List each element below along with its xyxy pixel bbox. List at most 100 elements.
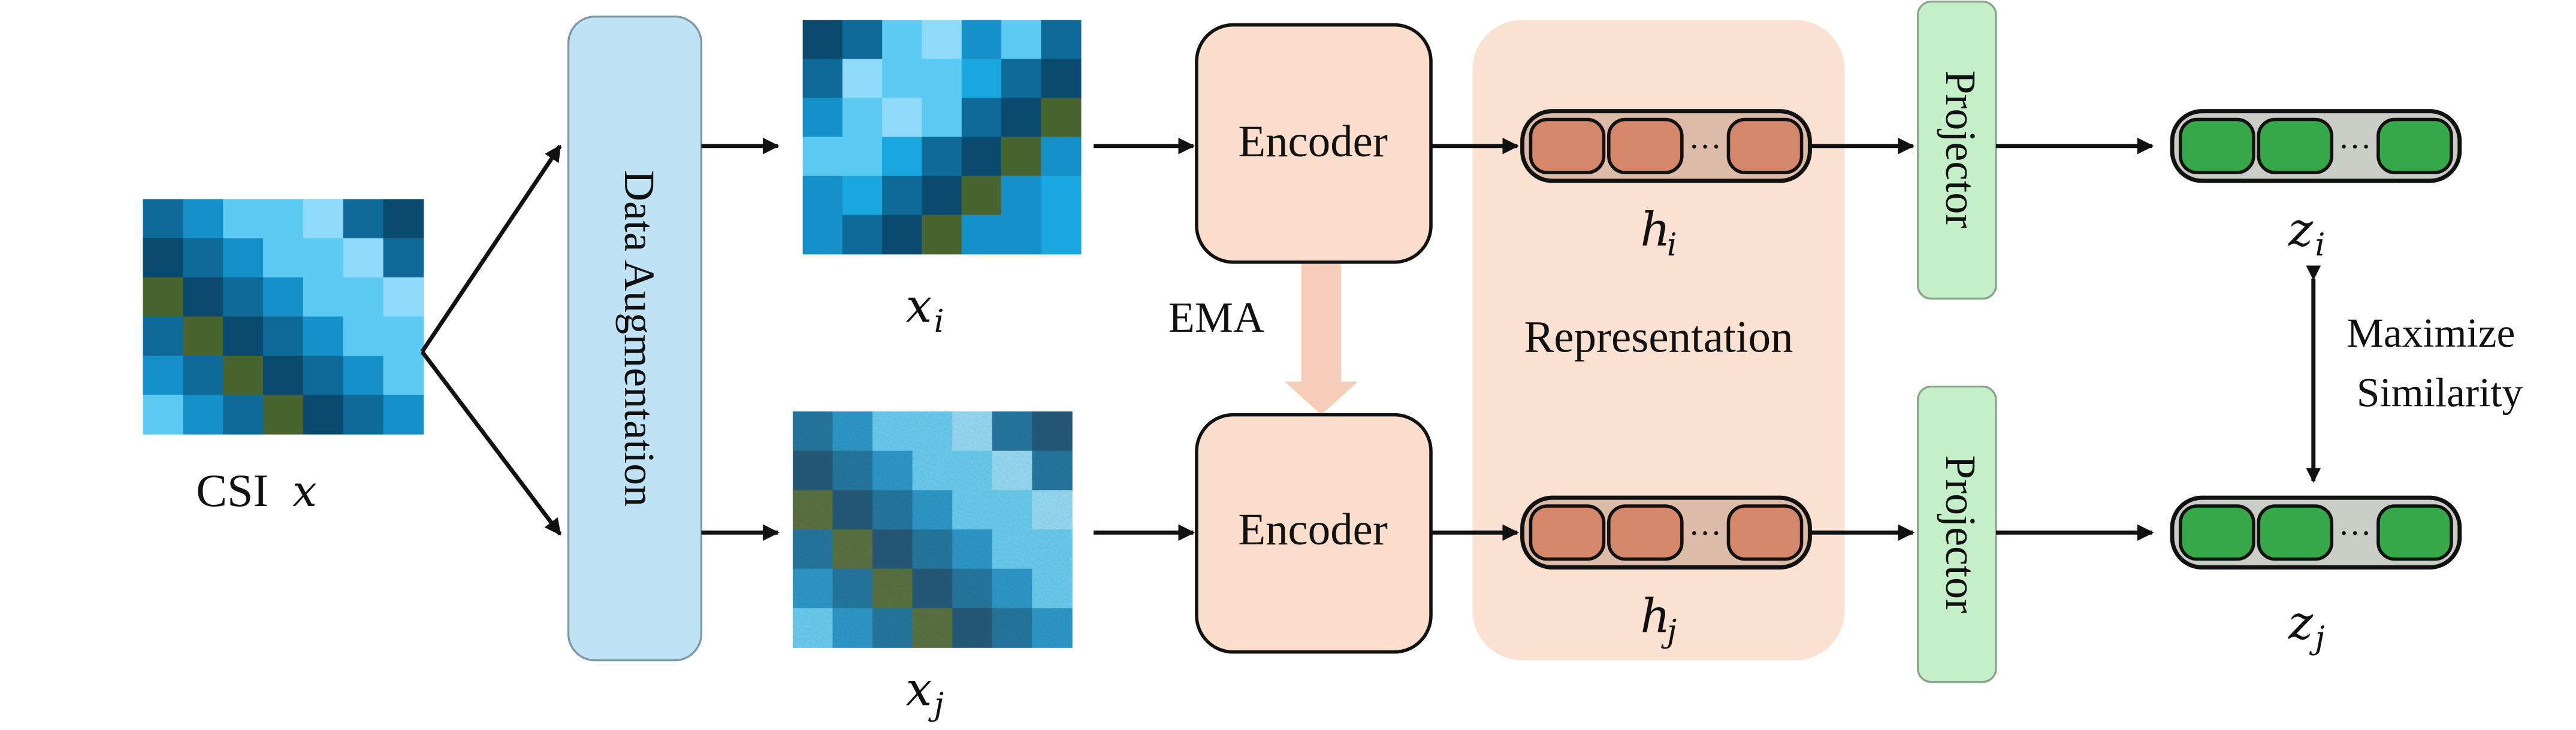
xj-cell — [832, 490, 873, 530]
csi-cell — [263, 355, 304, 396]
csi-cell — [343, 238, 384, 278]
xi-cell — [882, 98, 923, 138]
csi-cell — [303, 316, 344, 356]
xi-cell — [882, 20, 923, 60]
hi-ellipsis: ··· — [1689, 128, 1722, 165]
xi-cell — [922, 59, 962, 99]
csi-cell — [183, 199, 224, 239]
xj-cell — [872, 529, 913, 570]
zi-vector: ··· — [2170, 109, 2462, 183]
xj-cell — [792, 490, 833, 530]
xi-cell — [922, 98, 962, 138]
xi-cell — [961, 175, 1002, 216]
xj-cell — [1032, 450, 1073, 491]
csi-cell — [263, 199, 304, 239]
hi-cell-2 — [1607, 117, 1684, 174]
maximize-label: Maximize — [2347, 310, 2515, 356]
projector-bottom-label: Projector — [1937, 455, 1985, 613]
similarity-label: Similarity — [2357, 369, 2523, 416]
xj-cell — [792, 529, 833, 570]
xj-cell — [992, 450, 1033, 491]
hi-cell-1 — [1529, 117, 1606, 174]
csi-cell — [343, 355, 384, 396]
hj-cell-1 — [1529, 504, 1606, 561]
xi-cell — [842, 98, 883, 138]
xi-cell — [1041, 20, 1082, 60]
xi-cell — [802, 98, 843, 138]
xj-cell — [872, 490, 913, 530]
xj-cell — [832, 450, 873, 491]
xi-cell — [961, 137, 1002, 177]
csi-cell — [143, 199, 184, 239]
csi-cell — [183, 238, 224, 278]
xj-cell — [912, 529, 953, 570]
xi-cell — [802, 214, 843, 255]
xj-cell — [872, 568, 913, 609]
csi-variable: x — [292, 466, 317, 516]
xi-cell — [842, 137, 883, 177]
csi-cell — [223, 355, 264, 396]
xj-cell — [912, 568, 953, 609]
split-arrow-down — [420, 350, 562, 536]
csi-cell — [303, 238, 344, 278]
xj-cell — [912, 411, 953, 452]
hi-label: h — [1640, 203, 1670, 257]
xi-cell — [842, 59, 883, 99]
xi-cell — [802, 175, 843, 216]
xj-cell — [912, 608, 953, 648]
csi-cell — [143, 277, 184, 317]
xj-cell — [792, 568, 833, 609]
xj-cell — [792, 450, 833, 491]
csi-cell — [183, 316, 224, 356]
xi-cell — [1041, 98, 1082, 138]
csi-cell — [383, 316, 424, 356]
csi-cell — [263, 277, 304, 317]
xi-cell — [1041, 175, 1082, 216]
xi-cell — [1041, 214, 1082, 255]
xi-cell — [1001, 214, 1042, 255]
csi-cell — [263, 395, 304, 435]
zj-cell-1 — [2179, 504, 2255, 561]
xj-cell — [992, 608, 1033, 648]
csi-cell — [143, 316, 184, 356]
xj-label: x — [906, 662, 932, 716]
xj-cell — [912, 450, 953, 491]
xj-cell — [872, 411, 913, 452]
csi-cell — [303, 395, 344, 435]
csi-cell — [263, 238, 304, 278]
xj-cell — [992, 490, 1033, 530]
xi-cell — [882, 214, 923, 255]
csi-cell — [383, 238, 424, 278]
xi-cell — [802, 20, 843, 60]
xj-cell — [952, 568, 993, 609]
xi-cell — [1041, 137, 1082, 177]
xi-label: x — [906, 280, 932, 334]
xi-cell — [922, 175, 962, 216]
hj-vector: ··· — [1520, 495, 1812, 570]
xi-heatmap — [802, 20, 1082, 255]
xj-cell — [952, 608, 993, 648]
csi-cell — [303, 355, 344, 396]
xj-heatmap — [792, 411, 1073, 648]
ema-arrow-shaft — [1301, 262, 1342, 385]
zi-cell-3 — [2376, 117, 2453, 174]
xi-cell — [1001, 59, 1042, 99]
csi-cell — [143, 238, 184, 278]
xj-cell — [832, 608, 873, 648]
zj-label: z — [2288, 596, 2314, 650]
xj-cell — [832, 568, 873, 609]
csi-cell — [223, 277, 264, 317]
xi-cell — [922, 20, 962, 60]
xj-cell — [792, 608, 833, 648]
xj-cell — [872, 450, 913, 491]
encoder-top-box — [1195, 23, 1433, 264]
xj-cell — [952, 411, 993, 452]
xi-cell — [1001, 98, 1042, 138]
xi-cell — [882, 59, 923, 99]
xj-cell — [1032, 608, 1073, 648]
zi-cell-2 — [2257, 117, 2334, 174]
xj-cell — [872, 608, 913, 648]
xj-cell — [992, 529, 1033, 570]
csi-cell — [343, 316, 384, 356]
csi-cell — [223, 395, 264, 435]
